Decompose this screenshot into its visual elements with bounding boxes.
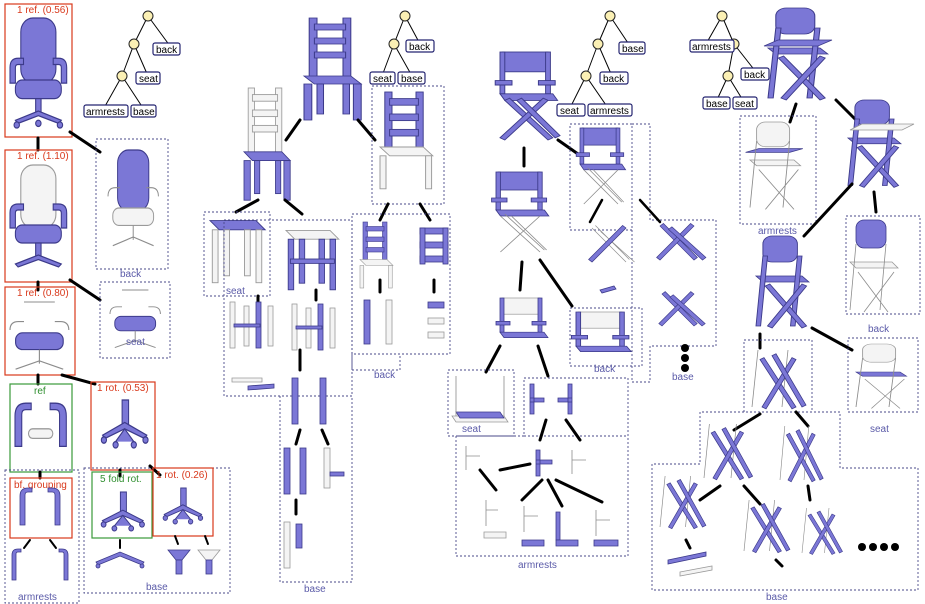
tree-node-label: back xyxy=(409,42,431,53)
tree-node-label: armrests xyxy=(692,42,731,53)
tree-node-label: seat xyxy=(735,99,754,110)
tree-folding: armrests back base seat xyxy=(690,11,769,110)
group-label: base xyxy=(672,372,694,383)
group-label: armrests xyxy=(518,560,557,571)
group-label: back xyxy=(374,370,396,381)
annotation: ref xyxy=(34,386,46,397)
tree-director: base back seat armrests xyxy=(557,11,645,117)
group-label: back xyxy=(594,364,616,375)
panel-folding-chair: armrests back base seat armrests back se… xyxy=(652,8,920,603)
panel-office-chair: back seat armrests base 1 ref. (0.56) 1 … xyxy=(5,4,230,603)
group-label: back xyxy=(120,269,142,280)
group-label: armrests xyxy=(18,592,57,603)
tree-node-label: seat xyxy=(373,74,392,85)
group-label: base xyxy=(766,592,788,603)
group-label: armrests xyxy=(758,226,797,237)
group-label: back xyxy=(868,324,890,335)
panel-ladder-chair: back seat base seat back b xyxy=(204,11,450,595)
group-label: base xyxy=(304,584,326,595)
tree-node-label: base xyxy=(706,99,728,110)
annotation: bf. grouping xyxy=(14,480,67,491)
tree-node-label: base xyxy=(622,44,644,55)
tree-office: back seat armrests base xyxy=(84,11,180,118)
tree-node-label: back xyxy=(156,45,178,56)
tree-node-label: base xyxy=(133,107,155,118)
tree-node-label: base xyxy=(401,74,423,85)
group-label: seat xyxy=(870,424,889,435)
group-label: base xyxy=(146,582,168,593)
tree-node-label: seat xyxy=(560,106,579,117)
annotation: 5 fold rot. xyxy=(100,474,142,485)
annotation: 1 ref. (0.56) xyxy=(17,5,69,16)
annotation: 1 rot. (0.53) xyxy=(97,383,149,394)
group-label: seat xyxy=(126,337,145,348)
group-label: seat xyxy=(226,286,245,297)
tree-node-label: back xyxy=(744,70,766,81)
tree-node-label: seat xyxy=(139,74,158,85)
panel-director-chair: base back seat armrests base back seat xyxy=(448,11,716,571)
annotation: 1 ref. (1.10) xyxy=(17,151,69,162)
tree-ladder: back seat base xyxy=(370,11,434,85)
group-label: seat xyxy=(462,424,481,435)
tree-node-label: armrests xyxy=(590,106,629,117)
tree-node-label: back xyxy=(603,74,625,85)
annotation: 1 rot. (0.26) xyxy=(156,470,208,481)
annotation: 1 ref. (0.80) xyxy=(17,288,69,299)
tree-node-label: armrests xyxy=(86,107,125,118)
